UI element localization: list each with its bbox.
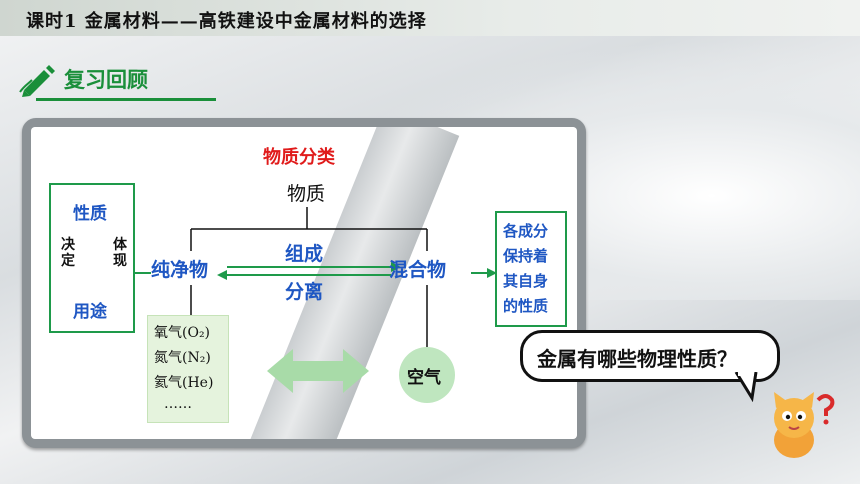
node-pure: 纯净物 [151, 259, 209, 281]
cartoon-cat-icon [774, 392, 835, 458]
node-mixture: 混合物 [389, 259, 447, 281]
bubble-text: 金属有哪些物理性质？ [537, 347, 737, 371]
air-circle: 空气 [399, 347, 455, 403]
left-box-left-vertical: 决定 [61, 237, 75, 269]
section-header: 复习回顾 [18, 62, 216, 102]
section-underline [36, 98, 216, 101]
right-box-text: 各成分 保持着 其自身 的性质 [503, 222, 549, 315]
example-item: 氧气(O₂) [154, 325, 211, 341]
right-box: 各成分 保持着 其自身 的性质 [495, 211, 567, 327]
example-item: 氮气(N₂) [154, 350, 211, 366]
page-title: 课时1 金属材料——高铁建设中金属材料的选择 [26, 11, 427, 32]
bubble-tail [734, 372, 758, 402]
arrow-label-bottom: 分离 [285, 281, 324, 303]
air-label: 空气 [407, 368, 441, 388]
diagram-heading: 物质分类 [263, 147, 335, 168]
pencil-icon [19, 65, 55, 97]
whiteboard: 物质分类 物质 纯净物 混合物 组成 分离 性质 决定 体现 用途 各成分 保持… [22, 118, 586, 448]
arrow-label-top: 组成 [285, 243, 324, 265]
left-box-right-vertical: 体现 [113, 237, 127, 269]
example-item: 氦气(He) [154, 375, 214, 391]
left-box-bottom: 用途 [73, 302, 107, 322]
section-label: 复习回顾 [64, 68, 148, 92]
example-item: …… [164, 396, 192, 412]
whiteboard-surface: 物质分类 物质 纯净物 混合物 组成 分离 性质 决定 体现 用途 各成分 保持… [31, 127, 577, 439]
left-box-top: 性质 [73, 204, 107, 224]
node-root: 物质 [287, 183, 326, 205]
double-arrow-icon [267, 349, 369, 393]
title-bar: 课时1 金属材料——高铁建设中金属材料的选择 [0, 0, 860, 36]
left-box: 性质 决定 体现 用途 [49, 183, 135, 333]
examples-box: 氧气(O₂) 氮气(N₂) 氦气(He) …… [147, 315, 229, 423]
